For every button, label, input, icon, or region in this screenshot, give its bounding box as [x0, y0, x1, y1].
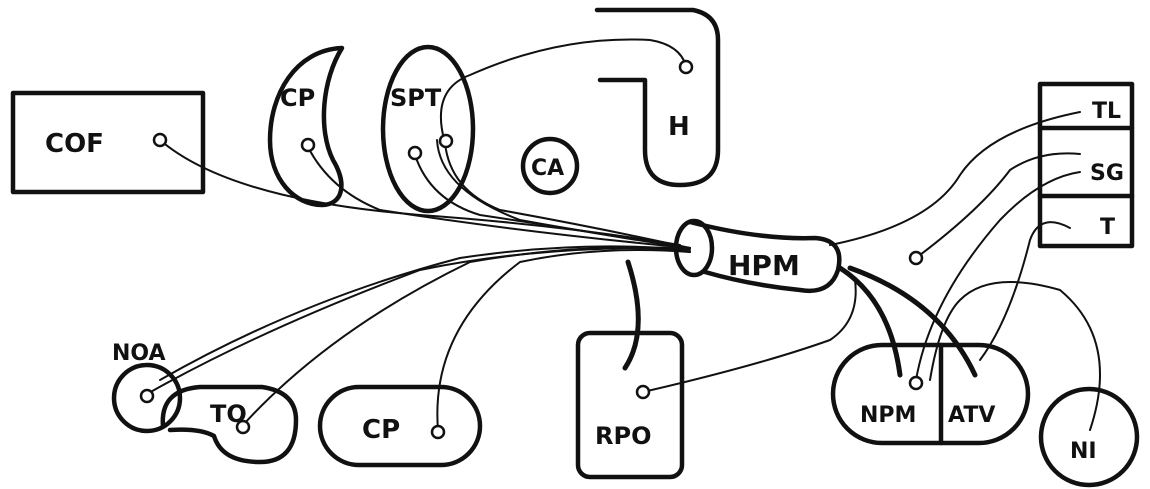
- fiber-spt-b: [445, 143, 690, 248]
- label-npm: NPM: [860, 403, 916, 428]
- fiber-cp-top: [308, 147, 690, 248]
- npm-atv-region: [833, 345, 1028, 443]
- rpo-dot: [637, 386, 649, 398]
- label-rpo: RPO: [595, 422, 651, 450]
- label-t: T: [1100, 215, 1115, 240]
- fiber-sg: [916, 153, 1080, 258]
- fiber-noa-2: [160, 246, 690, 380]
- spt-dot-b: [440, 135, 452, 147]
- cp-top-region: [270, 48, 342, 205]
- label-to: TO: [210, 400, 247, 428]
- label-spt: SPT: [390, 84, 442, 112]
- ni-region: [1041, 389, 1137, 485]
- label-cp-bottom: CP: [362, 415, 400, 445]
- thick-fiber-atv: [850, 268, 975, 375]
- sg-origin-dot: [910, 252, 922, 264]
- label-noa: NOA: [112, 341, 166, 366]
- label-atv: ATV: [948, 403, 995, 428]
- label-hpm: HPM: [728, 249, 800, 282]
- h-dot: [680, 61, 692, 73]
- cof-dot: [154, 134, 166, 146]
- cp-top-dot: [302, 139, 314, 151]
- fiber-spt-h: [441, 39, 686, 143]
- cof-box: [13, 93, 203, 192]
- label-ca: CA: [531, 156, 564, 181]
- thick-fiber-rpo: [625, 262, 638, 368]
- label-sg: SG: [1090, 161, 1124, 186]
- h-region: [597, 10, 718, 185]
- npm-dot: [910, 377, 922, 389]
- label-cp-top: CP: [280, 84, 315, 112]
- cp-bottom-dot: [432, 426, 444, 438]
- label-cof: COF: [45, 129, 104, 159]
- noa-dot: [141, 390, 153, 402]
- spt-dot-a: [409, 147, 421, 159]
- fiber-t: [980, 222, 1070, 360]
- label-ni: NI: [1070, 439, 1097, 464]
- label-h: H: [668, 112, 690, 142]
- label-tl: TL: [1092, 99, 1121, 124]
